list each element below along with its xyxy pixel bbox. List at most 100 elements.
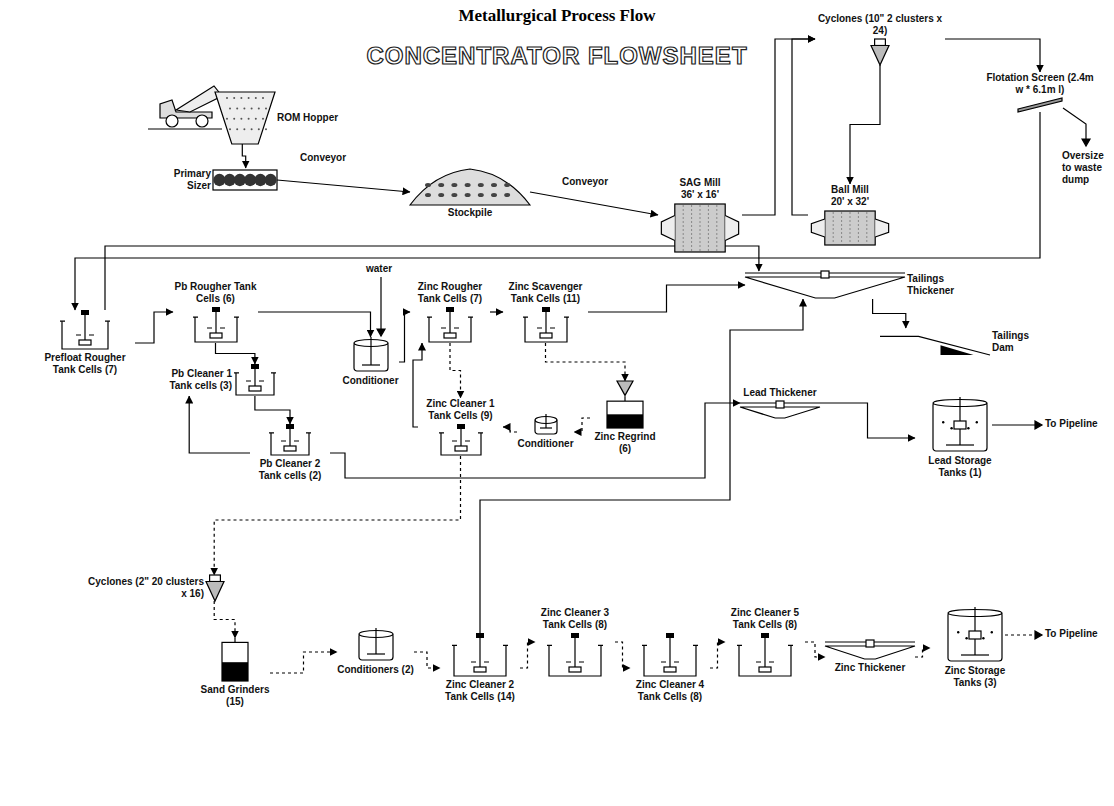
zinc-flow-line xyxy=(450,343,461,398)
flow-line xyxy=(480,299,803,633)
flow-line xyxy=(189,396,250,453)
annotation-label: Oversize to waste dump xyxy=(1062,150,1110,186)
equipment-label: Primary Sizer xyxy=(161,168,211,192)
flow-line xyxy=(742,39,815,215)
equipment-label: Zinc Cleaner 1 Tank Cells (9) xyxy=(418,398,503,422)
cond-symbol xyxy=(358,628,394,662)
equipment-name: Conditioner xyxy=(342,375,398,387)
thick-symbol xyxy=(745,271,905,299)
cell-symbol xyxy=(547,633,603,677)
equipment-name: Zinc Cleaner 4 Tank Cells (8) xyxy=(630,679,710,703)
equipment-node: SAG Mill36' x 16' xyxy=(658,177,742,253)
flow-line xyxy=(255,396,290,424)
equipment-node: Lead Storage Tanks (1) xyxy=(915,397,1005,479)
regrind-symbol xyxy=(605,381,645,429)
equipment-label: Zinc Cleaner 2 Tank Cells (14) xyxy=(440,679,520,703)
zinc-flow-line xyxy=(414,652,440,668)
equipment-node: Primary Sizer xyxy=(161,168,277,192)
equipment-node: Ball Mill20' x 32' xyxy=(808,184,892,246)
equipment-name: Zinc Cleaner 2 Tank Cells (14) xyxy=(440,679,520,703)
zinc-flow-line xyxy=(710,642,725,668)
equipment-node: Conditioner xyxy=(517,414,574,450)
flow-line xyxy=(820,403,915,438)
equipment-label: Cyclones (2" 20 clusters x 16) xyxy=(84,576,204,600)
equipment-node: Sand Grinders (15) xyxy=(200,638,270,708)
sag-symbol xyxy=(658,203,742,253)
equipment-name: 20' x 32' xyxy=(831,196,869,208)
zinc-flow-line xyxy=(615,642,630,668)
flow-line xyxy=(242,144,245,168)
equipment-name: Zinc Regrind (6) xyxy=(590,431,660,455)
equipment-name: ROM Hopper xyxy=(277,112,338,124)
zinc-flow-line xyxy=(214,601,235,638)
zinc-flow-line xyxy=(503,427,517,432)
equipment-node: Conditioner xyxy=(342,337,399,387)
pipeline-arrows xyxy=(992,421,1042,639)
dam-symbol xyxy=(880,328,990,356)
equipment-name: Sand Grinders (15) xyxy=(200,684,270,708)
equipment-name: Conditioner xyxy=(517,438,573,450)
equipment-node: ROM Hopper xyxy=(215,92,339,144)
equipment-node: Zinc Cleaner 4 Tank Cells (8) xyxy=(630,633,710,703)
cell-symbol xyxy=(439,424,483,456)
cell-symbol xyxy=(60,310,110,350)
flow-line xyxy=(530,192,658,215)
equipment-name: Conditioners (2) xyxy=(337,664,414,676)
flow-line xyxy=(850,65,880,184)
equipment-label: Zinc Scavenger Tank Cells (11) xyxy=(503,281,588,305)
ball-symbol xyxy=(808,210,892,246)
cell-symbol xyxy=(193,307,239,343)
equipment-name: Lead Storage Tanks (1) xyxy=(915,455,1005,479)
equipment-name: Stockpile xyxy=(448,207,492,219)
equipment-node: Conditioners (2) xyxy=(337,628,414,676)
flow-line xyxy=(258,312,371,337)
zinc-flow-line xyxy=(270,652,337,673)
grind-symbol xyxy=(220,638,250,682)
cell-symbol xyxy=(452,633,508,677)
equipment-label: Pb Cleaner 1 Tank cells (3) xyxy=(152,368,232,392)
equipment-label: Conditioners (2) xyxy=(337,664,414,676)
equipment-node: Stockpile xyxy=(410,165,530,219)
cyc-symbol xyxy=(206,575,224,601)
equipment-node: Zinc Thickener xyxy=(825,640,915,674)
equipment-label: Lead Storage Tanks (1) xyxy=(915,455,1005,479)
equipment-label: Conditioner xyxy=(517,438,573,450)
zinc-flow-line xyxy=(520,642,535,668)
equipment-name: 36' x 16' xyxy=(681,189,719,201)
equipment-label: Lead Thickener xyxy=(743,387,816,399)
equipment-name: Zinc Scavenger Tank Cells (11) xyxy=(503,281,588,305)
equipment-label: Prefloat Rougher Tank Cells (7) xyxy=(35,352,135,376)
equipment-label: Conditioner xyxy=(342,375,398,387)
flow-line xyxy=(105,246,759,310)
zinc-flow-line xyxy=(574,418,590,432)
equipment-name: Flotation Screen (2.4m w * 6.1m l) xyxy=(985,72,1095,96)
oversize-chute xyxy=(1063,108,1090,146)
flow-line xyxy=(75,112,1040,310)
equipment-name: SAG Mill xyxy=(679,177,720,189)
pile-symbol xyxy=(410,165,530,205)
equipment-label: Zinc Cleaner 4 Tank Cells (8) xyxy=(630,679,710,703)
cell-symbol xyxy=(427,307,473,343)
equipment-name: Zinc Thickener xyxy=(835,662,906,674)
cell-symbol xyxy=(269,424,311,456)
equipment-label: Ball Mill20' x 32' xyxy=(831,184,869,208)
equipment-name: Prefloat Rougher Tank Cells (7) xyxy=(35,352,135,376)
cond-symbol xyxy=(534,414,558,436)
equipment-name: Zinc Rougher Tank Cells (7) xyxy=(410,281,490,305)
cell-symbol xyxy=(523,307,569,343)
equipment-node: Zinc Regrind (6) xyxy=(590,381,660,455)
annotation-label: water xyxy=(366,263,392,275)
equipment-label: Stockpile xyxy=(448,207,492,219)
equipment-name: Tailings Thickener xyxy=(907,273,977,297)
equipment-label: Flotation Screen (2.4m w * 6.1m l) xyxy=(985,72,1095,96)
equipment-name: Lead Thickener xyxy=(743,387,816,399)
diagram-title: Metallurgical Process Flow xyxy=(0,6,1114,26)
equipment-name: Pb Cleaner 2 Tank cells (2) xyxy=(250,458,330,482)
equipment-label: ROM Hopper xyxy=(277,112,338,124)
flow-line xyxy=(216,343,255,364)
flow-line xyxy=(135,312,173,343)
equipment-label: Zinc Thickener xyxy=(835,662,906,674)
equipment-node: Cyclones (10" 2 clusters x 24) xyxy=(815,13,945,65)
equipment-node: Zinc Cleaner 5 Tank Cells (8) xyxy=(725,607,805,677)
